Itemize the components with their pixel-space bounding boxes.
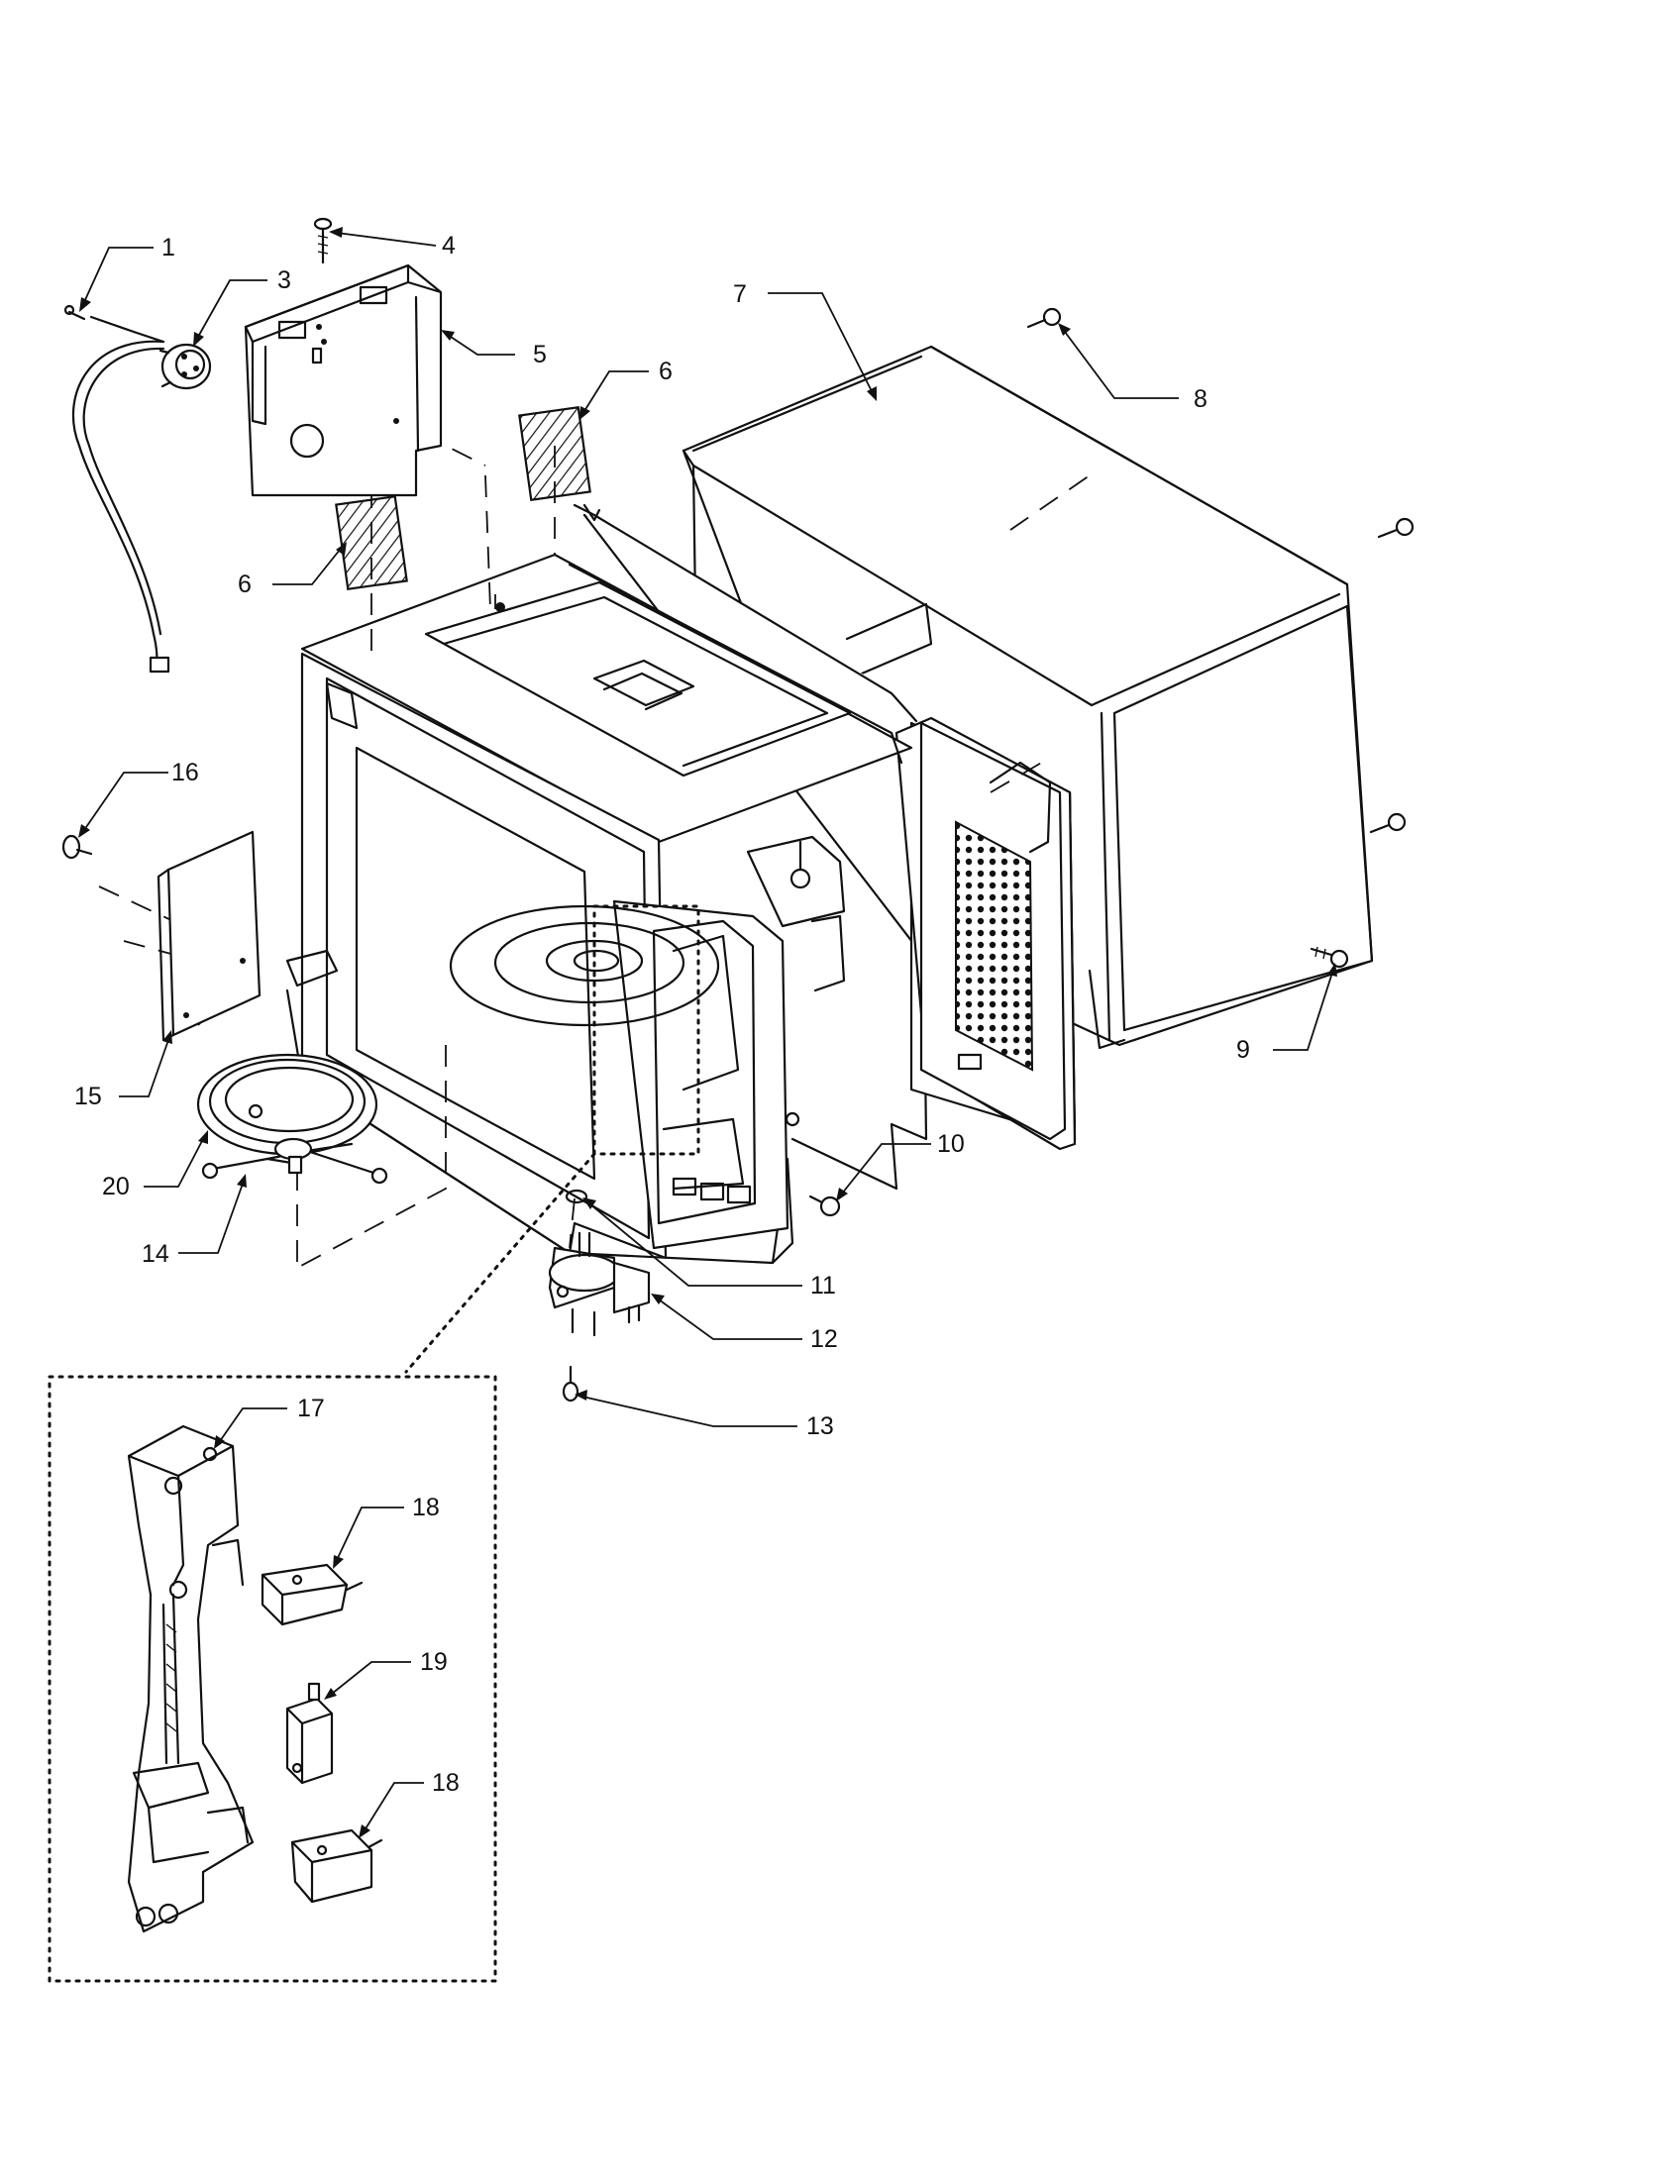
label-7: 7: [733, 280, 747, 308]
power-cord-assembly: [63, 304, 212, 674]
screw-part-4: [313, 217, 333, 264]
label-18-lower: 18: [432, 1769, 460, 1797]
detail-reference-box: [592, 904, 700, 1156]
micro-switch-part-19: [285, 1682, 334, 1785]
screw-part-10: [808, 1195, 841, 1217]
washer-part-11: [565, 1189, 588, 1204]
label-13: 13: [806, 1412, 834, 1440]
callout-labels: 1 3 4 5 6 6 7 8 9 10 11 12 13 14 15 16 1…: [74, 232, 1250, 1797]
screw-right-upper: [1377, 517, 1415, 539]
waveguide-cover-part-15: [157, 830, 262, 1042]
rear-panel: [894, 716, 1077, 1151]
label-12: 12: [810, 1325, 838, 1353]
interlock-detail-box: [48, 1375, 497, 1983]
label-11: 11: [810, 1272, 836, 1300]
insulator-part-6-lower: [335, 495, 408, 590]
roller-ring-part-14: [201, 1103, 388, 1185]
latch-frame: [612, 835, 846, 1250]
label-8: 8: [1194, 385, 1208, 413]
label-20: 20: [102, 1173, 130, 1200]
floor-ring: [449, 904, 720, 1027]
label-1: 1: [161, 234, 175, 261]
label-3: 3: [277, 266, 291, 294]
label-6-lower: 6: [238, 571, 252, 598]
screw-part-13: [562, 1365, 579, 1403]
label-5: 5: [533, 341, 547, 368]
screw-part-8: [1026, 307, 1062, 329]
front-frame: [285, 652, 794, 1265]
label-6-upper: 6: [659, 358, 673, 385]
label-10: 10: [937, 1130, 965, 1158]
turntable-motor-part-12: [548, 1231, 651, 1337]
thermostat-part-3: [158, 343, 212, 390]
label-16: 16: [171, 759, 199, 786]
label-14: 14: [142, 1240, 169, 1268]
screw-part-16: [61, 834, 93, 860]
insulator-part-6-upper: [518, 406, 591, 501]
detail-leader-dotted: [404, 1152, 596, 1374]
leader-lines: [78, 227, 1337, 1838]
label-9: 9: [1236, 1036, 1250, 1064]
latch-hook-part-17: [127, 1424, 255, 1933]
label-19: 19: [420, 1648, 448, 1676]
label-18-upper: 18: [412, 1494, 440, 1521]
label-17: 17: [297, 1395, 325, 1422]
mounting-bracket-part-5: [244, 263, 443, 497]
screw-right-lower: [1369, 812, 1407, 834]
label-4: 4: [442, 232, 456, 260]
micro-switch-part-18-lower: [290, 1828, 383, 1904]
label-15: 15: [74, 1083, 102, 1110]
cavity-top: [300, 553, 913, 844]
micro-switch-part-18-upper: [261, 1563, 364, 1626]
